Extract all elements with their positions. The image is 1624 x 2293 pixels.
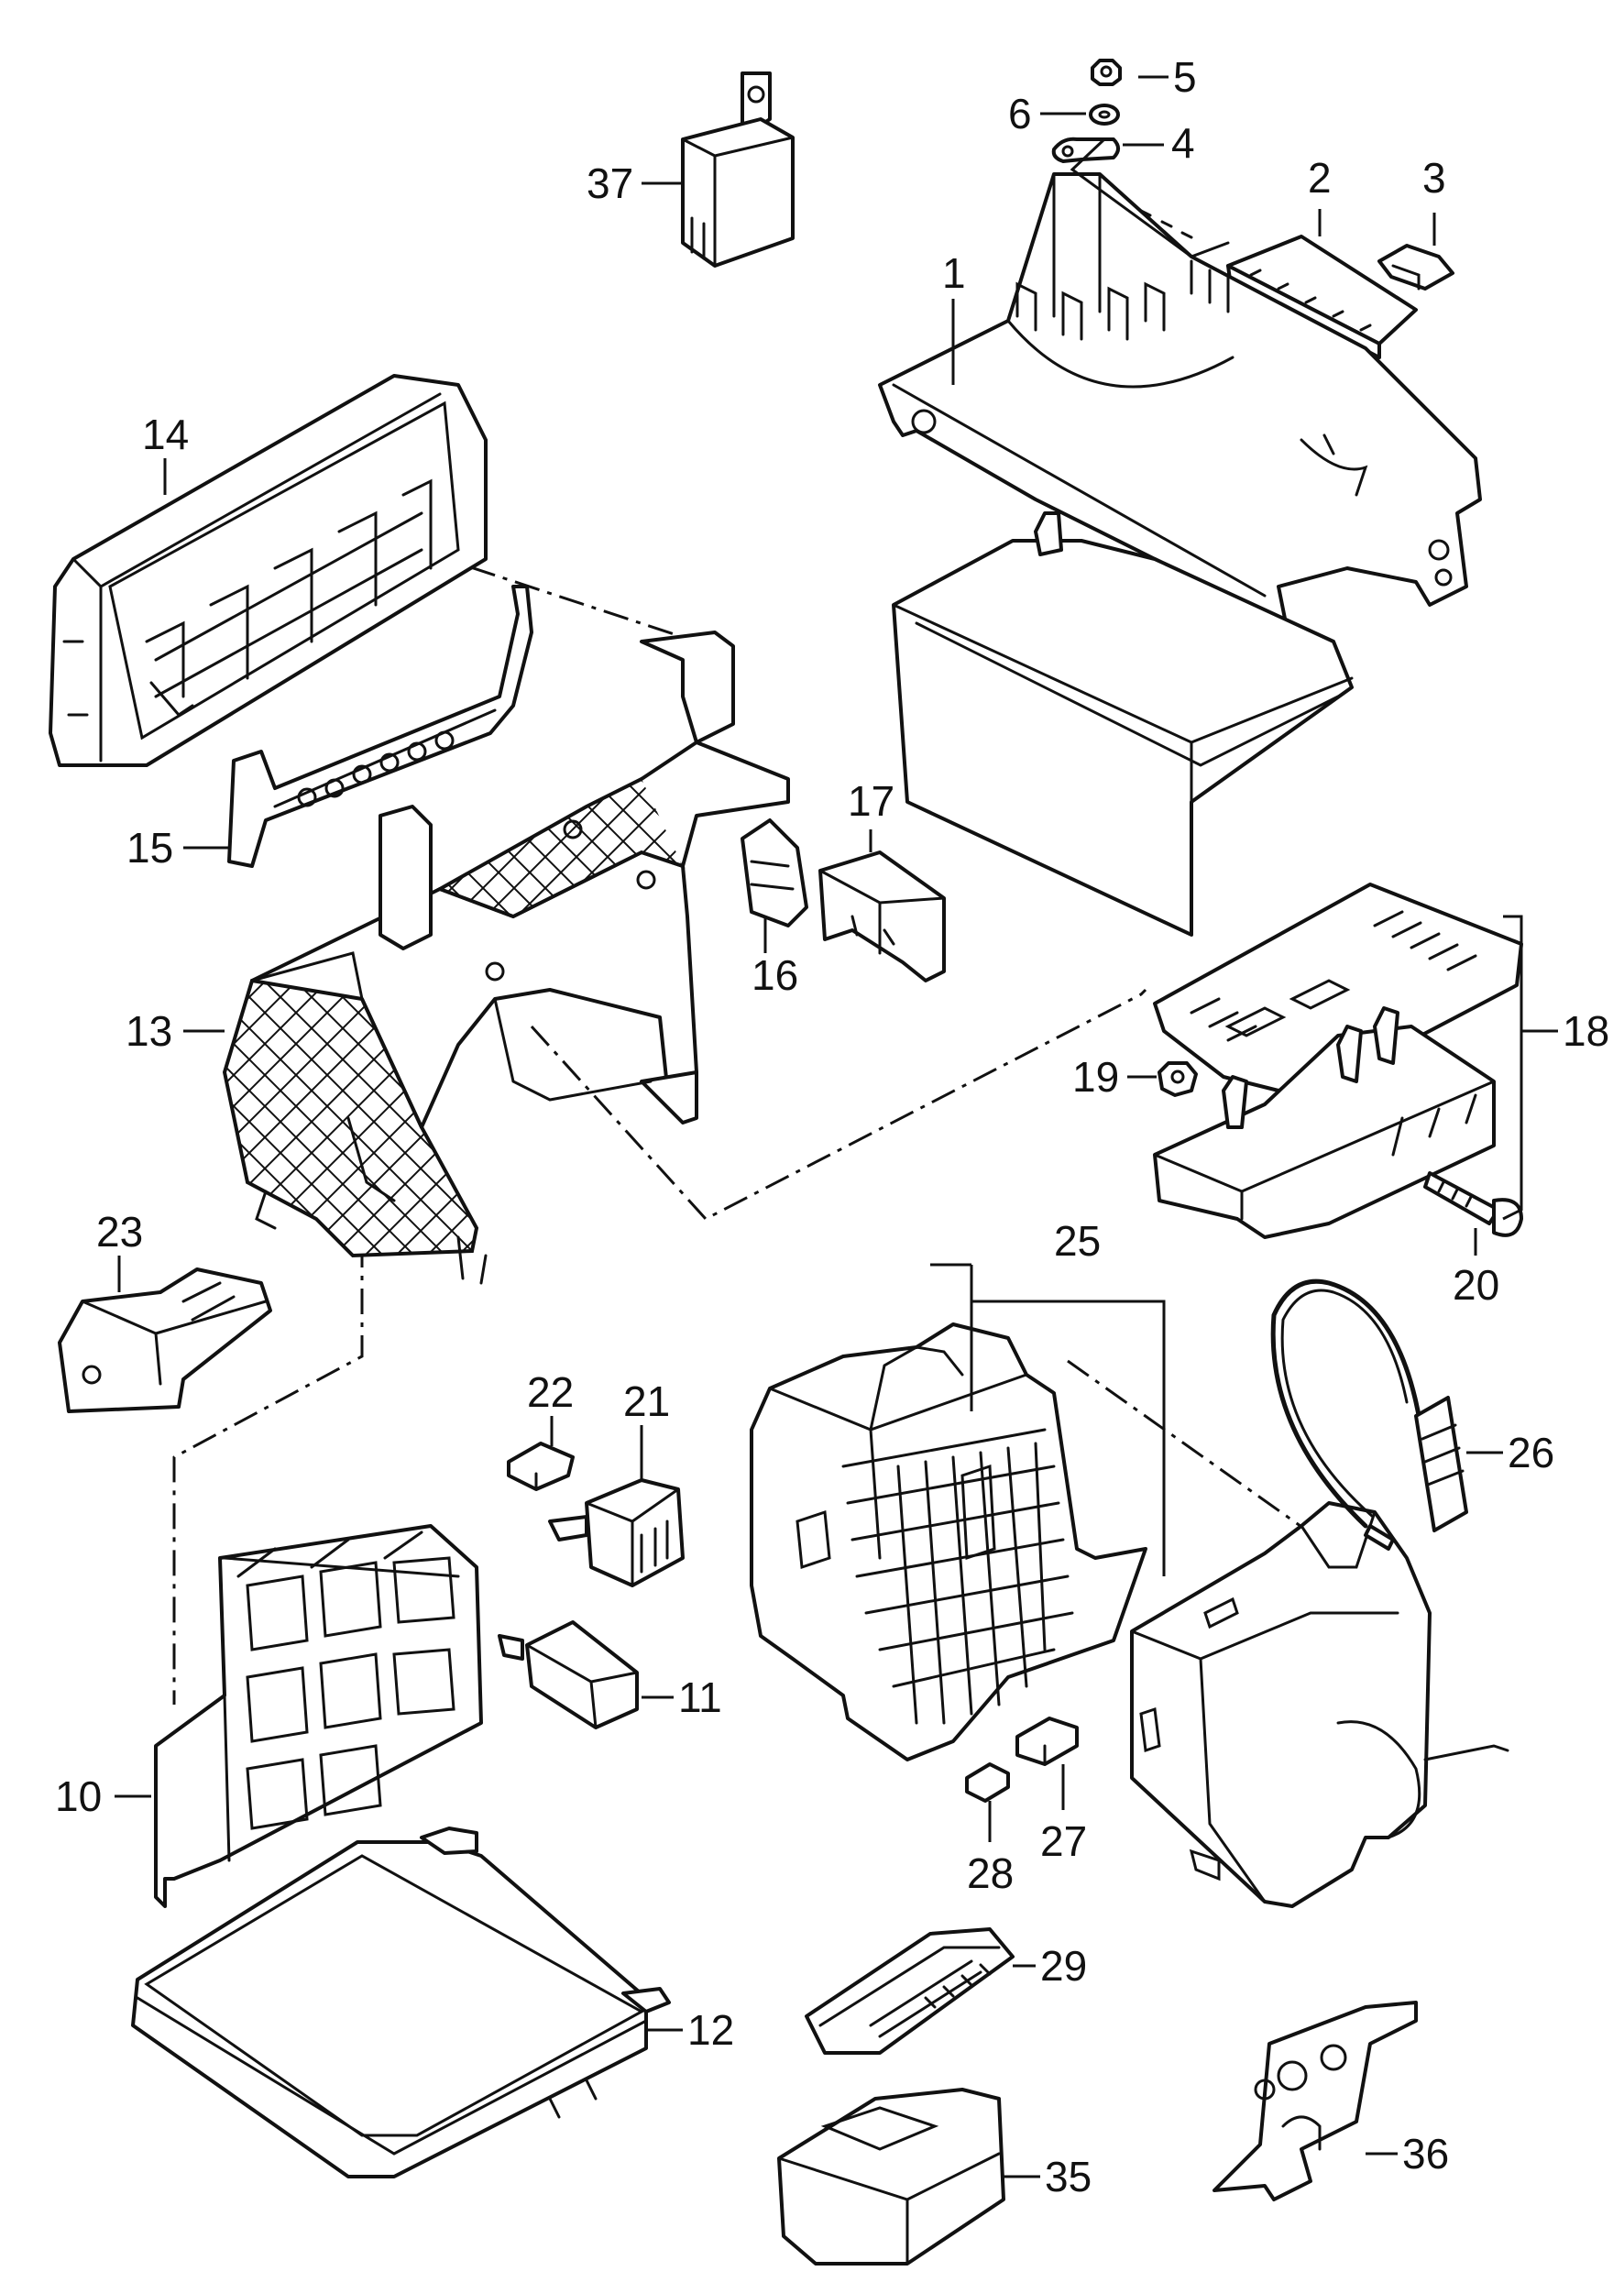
part-28-fuse[interactable]: [965, 1762, 1010, 1803]
part-3-blade-fuse[interactable]: [1377, 244, 1454, 291]
callout-17: 17: [848, 777, 894, 825]
callout-18: 18: [1563, 1007, 1609, 1055]
callout-36: 36: [1402, 2130, 1449, 2178]
callout-21: 21: [623, 1377, 670, 1425]
part-4-terminal[interactable]: [1051, 137, 1120, 163]
callout-16: 16: [752, 951, 798, 999]
assembly-guide-lines: [172, 551, 1321, 1705]
callout-27: 27: [1040, 1817, 1087, 1865]
part-37-relay[interactable]: [681, 71, 795, 268]
callout-19: 19: [1072, 1053, 1119, 1101]
callout-20: 20: [1453, 1261, 1499, 1309]
part-5-nut[interactable]: [1091, 59, 1122, 86]
callout-leaders: [115, 75, 1558, 2178]
callout-37: 37: [587, 159, 633, 207]
part-25-cover[interactable]: [1130, 1501, 1509, 1908]
part-23-bracket[interactable]: [58, 1267, 272, 1413]
callout-29: 29: [1040, 1942, 1087, 1990]
callout-6: 6: [1008, 90, 1032, 137]
part-6-washer[interactable]: [1089, 104, 1120, 126]
part-13-housing[interactable]: [222, 631, 790, 1285]
callout-3: 3: [1422, 154, 1446, 202]
callout-23: 23: [96, 1208, 143, 1256]
callout-25: 25: [1054, 1217, 1101, 1265]
callout-11: 11: [678, 1673, 722, 1721]
callout-1: 1: [942, 249, 966, 297]
callout-10: 10: [55, 1772, 102, 1820]
callout-12: 12: [687, 2006, 734, 2054]
callout-14: 14: [142, 411, 189, 458]
callout-13: 13: [126, 1007, 172, 1055]
callout-4: 4: [1171, 119, 1195, 167]
part-27-fuse[interactable]: [1015, 1717, 1079, 1766]
part-11-relay[interactable]: [498, 1620, 639, 1729]
part-15-bracket[interactable]: [227, 585, 533, 868]
part-25-fuse-box[interactable]: [750, 1322, 1147, 1761]
part-10-relay-plate[interactable]: [154, 1524, 483, 1908]
part-17-holder[interactable]: [818, 850, 946, 982]
callout-35: 35: [1045, 2153, 1092, 2200]
part-22-fuse[interactable]: [507, 1442, 575, 1491]
battery[interactable]: [892, 511, 1354, 937]
part-20-screw[interactable]: [1423, 1171, 1523, 1237]
part-35-relay-module[interactable]: [777, 2088, 1005, 2266]
callout-numbers: 5 6 4 2 3 1 37 14 15 13 16 17 18 19 20 2…: [55, 53, 1609, 2200]
part-1-battery-carrier[interactable]: [878, 137, 1482, 648]
callout-15: 15: [126, 824, 173, 872]
part-18-base[interactable]: [1153, 1006, 1496, 1239]
callout-28: 28: [967, 1849, 1014, 1897]
callout-26: 26: [1508, 1429, 1554, 1476]
callout-22: 22: [527, 1368, 574, 1416]
part-29-clip-strip[interactable]: [805, 1927, 1015, 2055]
callout-2: 2: [1308, 154, 1332, 202]
part-21-relay[interactable]: [548, 1478, 685, 1587]
part-16-clip[interactable]: [741, 818, 808, 927]
part-26-cable[interactable]: [1270, 1278, 1468, 1551]
part-19-nut[interactable]: [1158, 1061, 1198, 1097]
part-14-relay-box[interactable]: [49, 374, 488, 767]
part-36-bracket[interactable]: [1213, 2001, 1418, 2201]
callout-5: 5: [1173, 53, 1197, 101]
part-12-base-plate[interactable]: [131, 1827, 671, 2178]
